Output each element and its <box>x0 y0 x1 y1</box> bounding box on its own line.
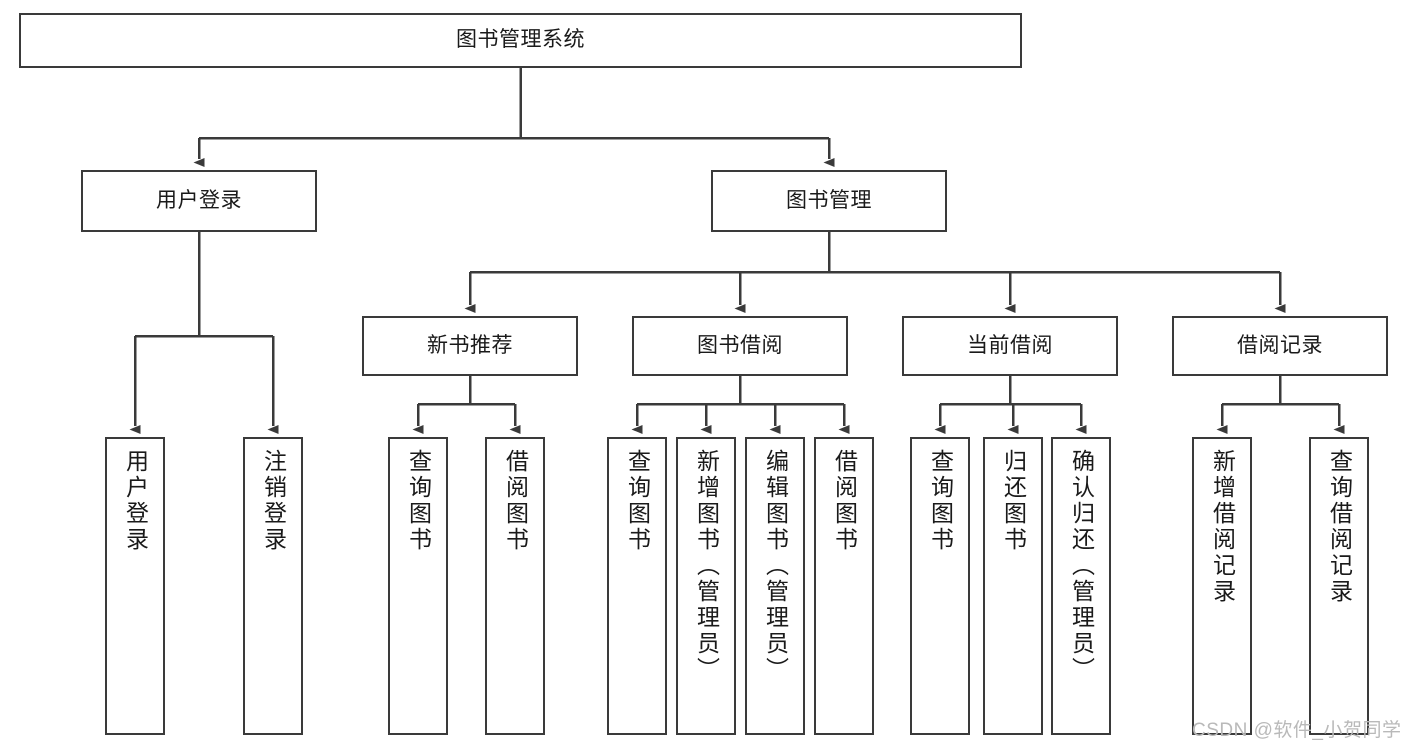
node-label: 图书借阅 <box>697 333 783 357</box>
connector-lines <box>129 68 1345 434</box>
node-label: 借阅记录 <box>1237 333 1323 357</box>
node-label: 用户登录 <box>156 188 242 212</box>
node-leaf-user-logout[interactable]: 注销登录 <box>243 437 303 735</box>
node-label: 新增借阅记录 <box>1209 449 1236 605</box>
node-label: 图书管理 <box>786 188 872 212</box>
node-label: 归还图书 <box>1000 449 1027 553</box>
node-label: 注销登录 <box>260 449 287 553</box>
node-leaf-borrow-add[interactable]: 新增图书（管理员） <box>676 437 736 735</box>
node-root[interactable]: 图书管理系统 <box>19 13 1022 68</box>
node-borrow-record[interactable]: 借阅记录 <box>1172 316 1388 376</box>
node-label: 查询图书 <box>927 449 954 553</box>
node-leaf-rec-query2[interactable]: 查询借阅记录 <box>1309 437 1369 735</box>
node-leaf-rec-query[interactable]: 查询图书 <box>388 437 448 735</box>
node-book-borrow[interactable]: 图书借阅 <box>632 316 848 376</box>
node-label: 新增图书（管理员） <box>693 449 720 683</box>
node-leaf-rec-add[interactable]: 新增借阅记录 <box>1192 437 1252 735</box>
node-label: 图书管理系统 <box>456 28 585 52</box>
node-leaf-cur-query[interactable]: 查询图书 <box>910 437 970 735</box>
node-label: 用户登录 <box>122 449 149 553</box>
node-label: 新书推荐 <box>427 333 513 357</box>
node-leaf-cur-return[interactable]: 归还图书 <box>983 437 1043 735</box>
node-label: 编辑图书（管理员） <box>762 449 789 683</box>
node-label: 借阅图书 <box>502 449 529 553</box>
node-current-borrow[interactable]: 当前借阅 <box>902 316 1118 376</box>
node-leaf-borrow-edit[interactable]: 编辑图书（管理员） <box>745 437 805 735</box>
node-leaf-rec-borrow[interactable]: 借阅图书 <box>485 437 545 735</box>
node-leaf-borrow-lend[interactable]: 借阅图书 <box>814 437 874 735</box>
node-label: 查询借阅记录 <box>1326 449 1353 605</box>
node-book-manage[interactable]: 图书管理 <box>711 170 947 232</box>
node-label: 当前借阅 <box>967 333 1053 357</box>
node-leaf-cur-confirm[interactable]: 确认归还（管理员） <box>1051 437 1111 735</box>
node-leaf-user-login[interactable]: 用户登录 <box>105 437 165 735</box>
node-new-book-rec[interactable]: 新书推荐 <box>362 316 578 376</box>
node-label: 查询图书 <box>624 449 651 553</box>
node-user-login[interactable]: 用户登录 <box>81 170 317 232</box>
node-leaf-borrow-query[interactable]: 查询图书 <box>607 437 667 735</box>
node-label: 查询图书 <box>405 449 432 553</box>
node-label: 确认归还（管理员） <box>1068 449 1095 683</box>
node-label: 借阅图书 <box>831 449 858 553</box>
